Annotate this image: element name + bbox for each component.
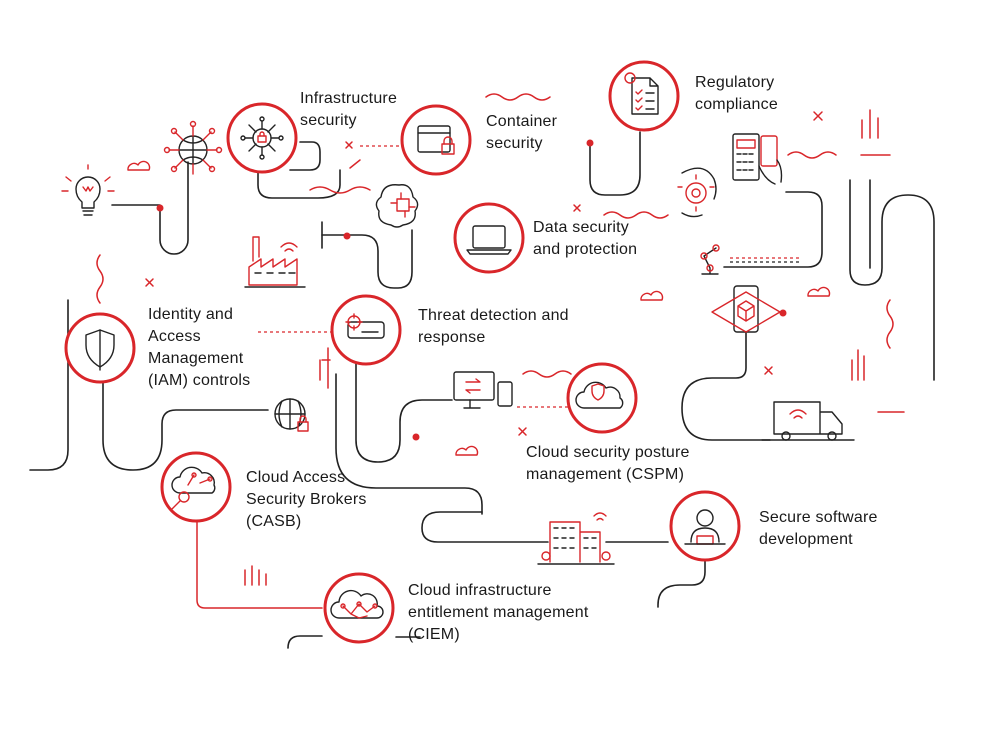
- window-lock-icon: [417, 125, 455, 155]
- label-infrastructure-security: Infrastructure security: [300, 88, 397, 132]
- delivery-truck-icon: [761, 401, 855, 441]
- label-line: Security Brokers: [246, 491, 367, 508]
- x-marks: [145, 111, 823, 436]
- checklist-document-icon: [624, 72, 659, 115]
- node-iam-controls: [64, 312, 136, 384]
- calculator-phone-icon: [732, 133, 783, 185]
- globe-network-icon: [163, 120, 223, 175]
- label-data-security: Data security and protection: [533, 217, 637, 261]
- developer-icon: [684, 509, 726, 545]
- label-line: entitlement management: [408, 604, 589, 621]
- label-line: security: [300, 112, 357, 129]
- label-line: Secure software: [759, 509, 878, 526]
- label-line: (IAM) controls: [148, 372, 251, 389]
- robot-arm-icon: [700, 244, 720, 275]
- label-iam-controls: Identity and Access Management (IAM) con…: [148, 304, 250, 392]
- label-line: development: [759, 531, 853, 548]
- node-container-security: [400, 104, 472, 176]
- label-line: security: [486, 135, 543, 152]
- cloud-mesh-icon: [330, 589, 384, 619]
- network-lock-icon: [240, 116, 284, 160]
- path-dots: [156, 139, 787, 441]
- label-line: Identity and: [148, 306, 234, 323]
- label-line: compliance: [695, 96, 778, 113]
- computer-tablet-icon: [453, 371, 513, 409]
- cloud-network-icon: [171, 466, 216, 510]
- label-line: (CASB): [246, 513, 302, 530]
- label-line: Infrastructure: [300, 90, 398, 107]
- factory-icon: [244, 236, 306, 288]
- shield-icon: [85, 329, 115, 371]
- node-threat-detection: [330, 294, 402, 366]
- label-line: Cloud security posture: [526, 444, 690, 461]
- globe-lock-icon: [274, 398, 309, 432]
- label-cspm: Cloud security posture management (CSPM): [526, 442, 690, 486]
- laptop-icon: [466, 225, 512, 255]
- node-regulatory-compliance: [608, 60, 680, 132]
- node-secure-software: [669, 490, 741, 562]
- label-threat-detection: Threat detection and response: [418, 305, 569, 349]
- brain-chip-icon: [375, 184, 419, 228]
- cloud-shield-icon: [575, 381, 624, 409]
- phone-package-icon: [711, 285, 781, 333]
- connector-lines: [29, 131, 935, 649]
- label-line: Access: [148, 328, 201, 345]
- node-casb: [160, 451, 232, 523]
- red-connector-lines: [96, 93, 905, 609]
- lightbulb-icon: [61, 164, 115, 216]
- target-alert-icon: [345, 313, 385, 339]
- label-line: Regulatory: [695, 74, 775, 91]
- label-line: Container: [486, 113, 558, 130]
- label-container-security: Container security: [486, 111, 557, 155]
- label-line: Management: [148, 350, 244, 367]
- label-line: management (CSPM): [526, 466, 685, 483]
- node-ciem: [323, 572, 395, 644]
- label-line: Cloud Access: [246, 469, 346, 486]
- office-building-icon: [537, 512, 615, 565]
- label-line: Data security: [533, 219, 629, 236]
- decor-clouds: [127, 160, 831, 456]
- label-secure-software: Secure software development: [759, 507, 878, 551]
- label-line: Cloud infrastructure: [408, 582, 552, 599]
- node-infrastructure-security: [226, 102, 298, 174]
- node-data-security: [453, 202, 525, 274]
- label-casb: Cloud Access Security Brokers (CASB): [246, 467, 367, 533]
- label-line: and protection: [533, 241, 638, 258]
- label-line: Threat detection and: [418, 307, 569, 324]
- label-ciem: Cloud infrastructure entitlement managem…: [408, 580, 589, 646]
- node-cspm: [566, 362, 638, 434]
- gear-head-icon: [677, 167, 717, 218]
- label-regulatory-compliance: Regulatory compliance: [695, 72, 778, 116]
- label-line: response: [418, 329, 486, 346]
- label-line: (CIEM): [408, 626, 460, 643]
